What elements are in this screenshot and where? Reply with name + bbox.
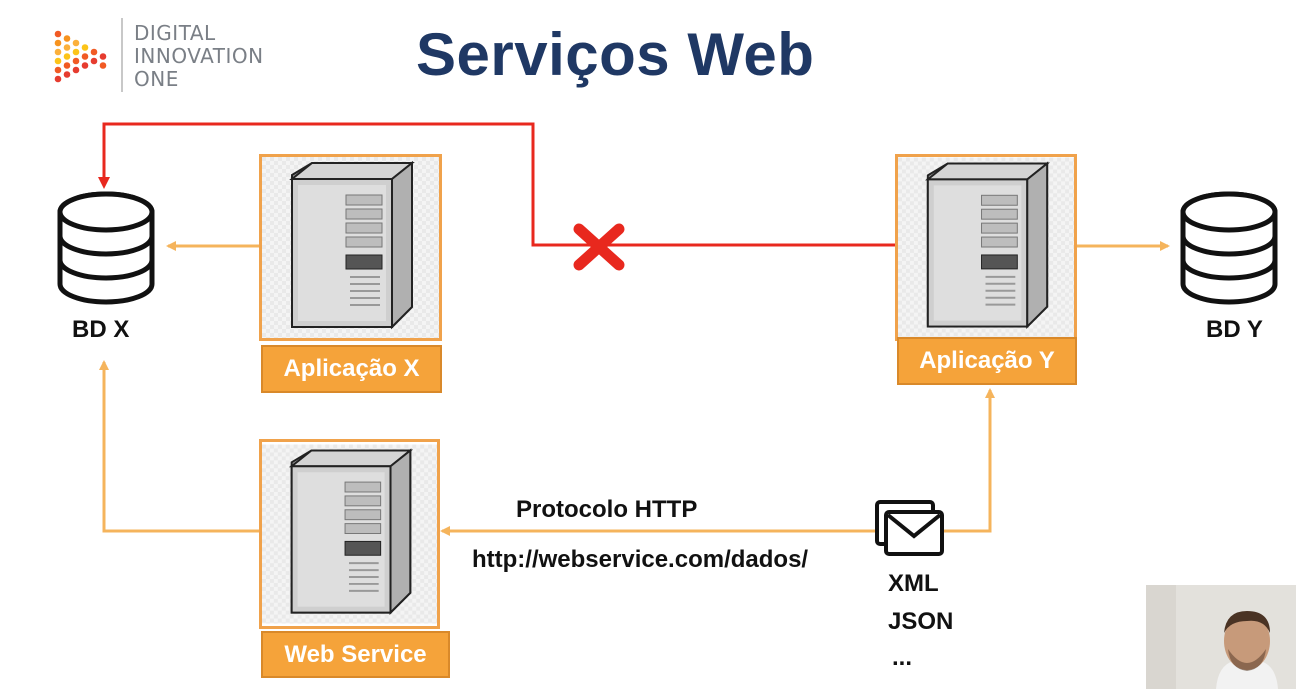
logo-divider [121,18,123,92]
db-y-label: BD Y [1206,316,1263,343]
url-label: http://webservice.com/dados/ [472,546,809,573]
logo-line-2: INNOVATION [134,44,264,68]
format-json: JSON [888,608,954,635]
red-x-icon [573,223,625,271]
logo-text: DIGITAL INNOVATION ONE [134,22,264,91]
presenter-webcam [1146,585,1296,689]
db-x-label: BD X [72,316,130,343]
presenter-avatar [1146,585,1296,689]
response-to-app-y-arrow [944,388,995,533]
app-x-server [259,154,442,341]
web-service-server [259,439,440,629]
webservice-to-db-x-arrow [99,360,260,533]
server-tower-icon [262,444,437,624]
page-title: Serviços Web [416,21,815,88]
app-x-label: Aplicação X [261,345,442,393]
blocked-connection-line [98,122,896,247]
app-y-server [895,154,1077,341]
web-service-label: Web Service [261,631,450,678]
format-xml: XML [888,570,939,597]
logo-line-3: ONE [134,67,179,91]
logo-line-1: DIGITAL [134,21,216,45]
format-more: ... [892,644,913,671]
server-tower-icon [262,157,439,338]
protocol-label: Protocolo HTTP [516,496,698,523]
app-y-label: Aplicação Y [897,337,1077,385]
server-tower-icon [898,157,1074,338]
